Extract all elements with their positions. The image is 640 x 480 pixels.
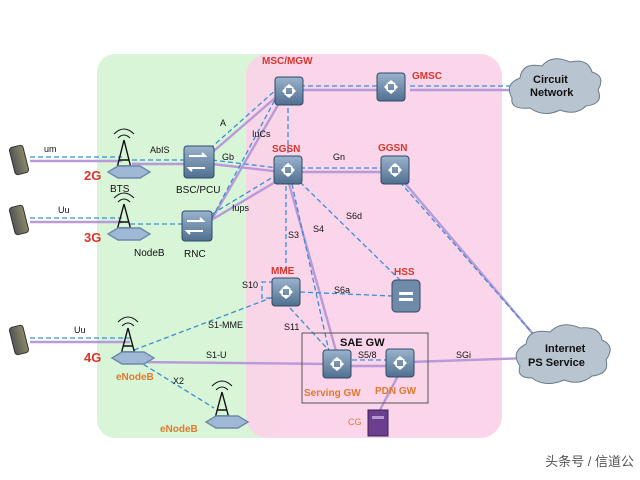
core-network-zone [246, 54, 502, 438]
serving-gw-router-icon[interactable] [322, 349, 352, 379]
bsc-pcu-label: BSC/PCU [176, 185, 220, 196]
iface-s6d: S6d [346, 211, 362, 221]
msc-mgw-label: MSC/MGW [262, 56, 313, 67]
circuit-network-cloud[interactable]: Circuit Network [508, 58, 602, 114]
iface-s1-u: S1-U [206, 350, 227, 360]
iface-gb: Gb [222, 152, 234, 162]
serving-gw-label: Serving GW [304, 388, 361, 399]
iface-s10: S10 [242, 280, 258, 290]
iface-s6a: S6a [334, 285, 350, 295]
circuit-network-label-2: Network [530, 87, 574, 99]
rnc-switch-icon[interactable] [181, 210, 213, 242]
gmsc-label: GMSC [412, 71, 442, 82]
nodeb-tower-icon [106, 192, 152, 241]
mme-router-icon[interactable] [271, 277, 301, 307]
iface-iucs: IuCs [252, 129, 271, 139]
pdn-gw-router-icon[interactable] [385, 348, 415, 378]
iface-uu-3g: Uu [58, 205, 70, 215]
enodeb-label: eNodeB [116, 372, 154, 383]
hss-label: HSS [394, 267, 415, 278]
mme-label: MME [271, 266, 295, 277]
iface-x2: X2 [173, 376, 184, 386]
iface-um: um [44, 144, 57, 154]
gen-2g-label: 2G [84, 168, 101, 183]
sgsn-router-icon[interactable] [273, 155, 303, 185]
circuit-network-label-1: Circuit [533, 74, 568, 86]
iface-sgi: SGi [456, 350, 471, 360]
bts-tower-icon [106, 128, 152, 179]
ggsn-label: GGSN [378, 143, 407, 154]
gmsc-router-icon[interactable] [376, 72, 406, 102]
internet-ps-cloud[interactable]: Internet PS Service [515, 324, 611, 384]
gen-4g-label: 4G [84, 350, 101, 365]
iface-uu-4g: Uu [74, 325, 86, 335]
bsc-pcu-switch-icon[interactable] [183, 145, 215, 179]
iface-s11: S11 [284, 322, 299, 332]
access-network-zone [97, 54, 282, 438]
iface-s5-8: S5/8 [358, 350, 377, 360]
watermark: 头条号 / 信道公 [545, 454, 634, 469]
iface-s4: S4 [313, 224, 324, 234]
iface-gn: Gn [333, 152, 345, 162]
ps-service-label: PS Service [528, 357, 585, 369]
gen-3g-label: 3G [84, 230, 101, 245]
pdn-gw-label: PDN GW [375, 386, 417, 397]
cg-label: CG [348, 417, 362, 427]
internet-label: Internet [545, 343, 586, 355]
phone-2g-icon [8, 144, 30, 176]
sgsn-label: SGSN [272, 144, 300, 155]
nodeb-label: NodeB [134, 248, 165, 259]
iface-iups: Iups [232, 203, 250, 213]
iface-a: A [220, 118, 226, 128]
enodeb-tower-icon [110, 316, 156, 365]
sae-gw-label: SAE GW [340, 337, 385, 349]
ggsn-router-icon[interactable] [380, 155, 410, 185]
sae-gw-box [301, 332, 429, 404]
cg-server-icon[interactable] [367, 409, 389, 437]
phone-3g-icon [8, 204, 30, 236]
iface-s1-mme: S1-MME [208, 320, 243, 330]
iface-abis: AbIS [150, 145, 170, 155]
phone-4g-icon [8, 324, 30, 356]
msc-mgw-router-icon[interactable] [274, 76, 304, 106]
rnc-label: RNC [184, 249, 206, 260]
enodeb2-tower-icon [204, 380, 250, 429]
enodeb2-label: eNodeB [160, 424, 198, 435]
hss-database-icon[interactable] [391, 279, 421, 313]
iface-s3: S3 [288, 230, 299, 240]
bts-label: BTS [110, 184, 130, 195]
